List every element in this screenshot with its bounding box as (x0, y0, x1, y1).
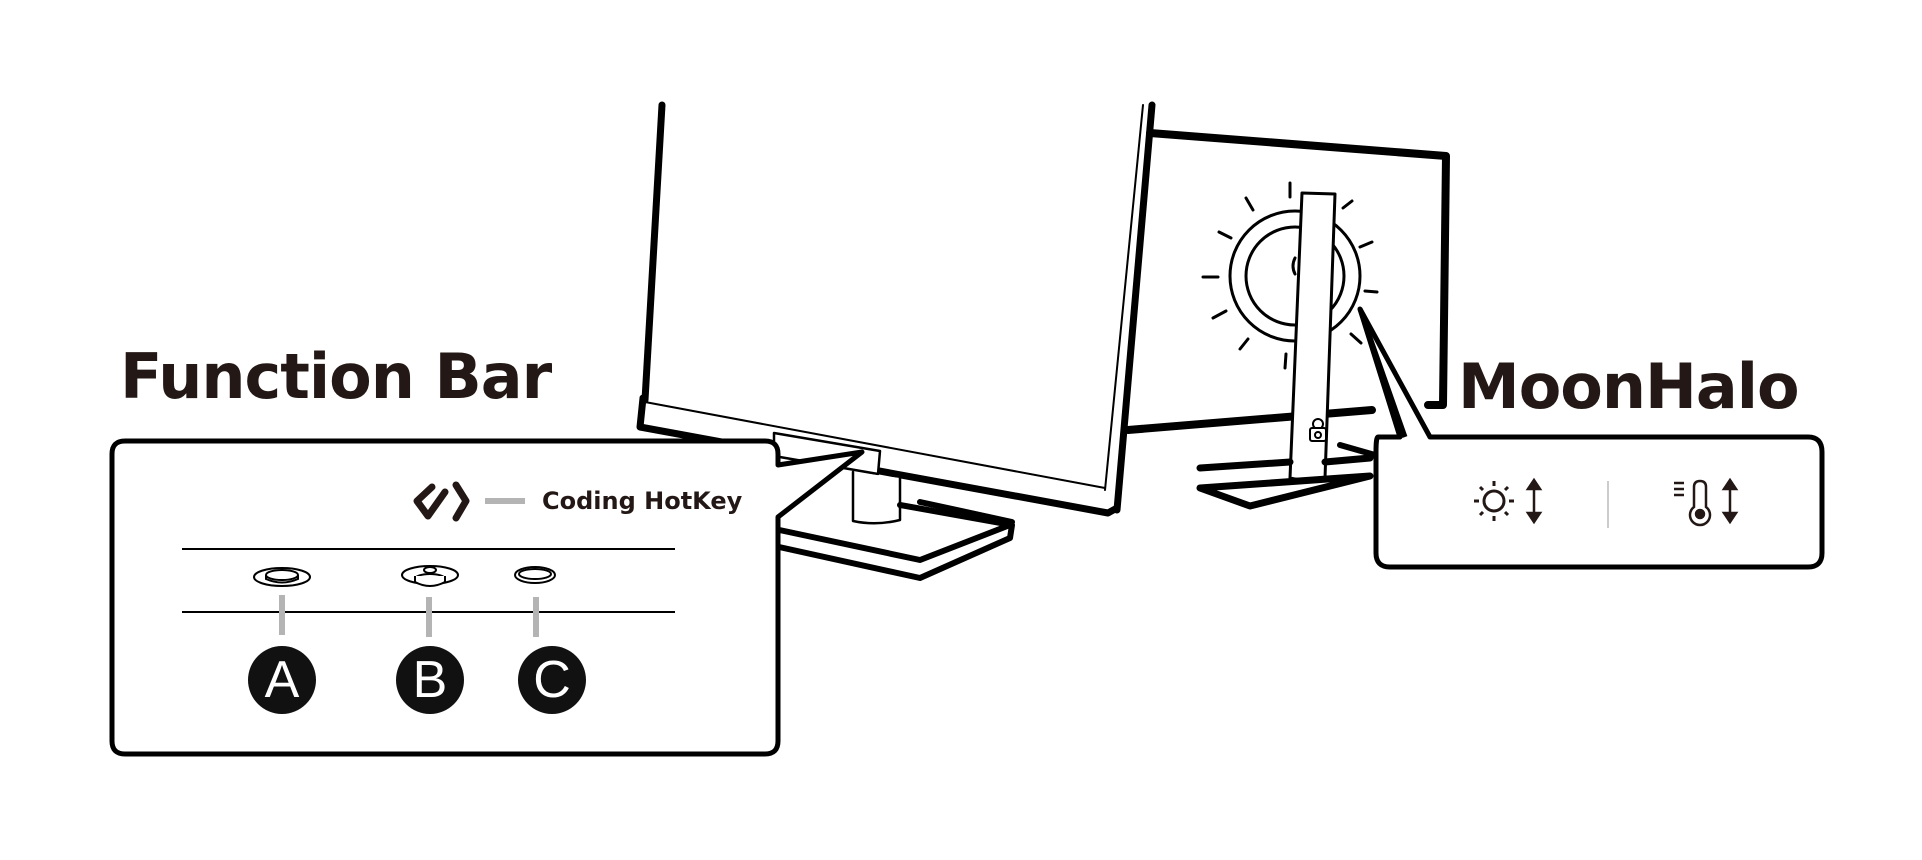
button-a-icon (253, 567, 311, 587)
moonhalo-callout (1357, 306, 1825, 570)
front-stand-neck (851, 470, 902, 525)
button-c-label: C (518, 646, 586, 714)
front-monitor (636, 101, 1156, 581)
coding-hotkey-icon (413, 481, 470, 522)
moonhalo-ring (1228, 209, 1362, 343)
function-bar-title: Function Bar (120, 340, 552, 413)
halo-rays (1201, 181, 1379, 370)
button-b-label: B (396, 646, 464, 714)
callout-tail-inner (1357, 308, 1408, 438)
button-c-icon (514, 566, 556, 584)
brightness-icon (1474, 481, 1514, 521)
brightness-up-down-arrow-icon (1525, 477, 1543, 525)
coding-hotkey-label: Coding HotKey (542, 487, 743, 515)
lock-icon (1309, 418, 1327, 442)
temperature-up-down-arrow-icon (1721, 477, 1739, 525)
button-connectors (279, 595, 539, 637)
rear-monitor (1124, 129, 1450, 510)
function-bar-callout (109, 438, 865, 757)
color-temperature-icon (1674, 479, 1712, 527)
moonhalo-title: MoonHalo (1458, 350, 1800, 423)
button-b-icon (401, 565, 459, 587)
rear-stand-base (1196, 454, 1374, 510)
button-a-label: A (248, 646, 316, 714)
